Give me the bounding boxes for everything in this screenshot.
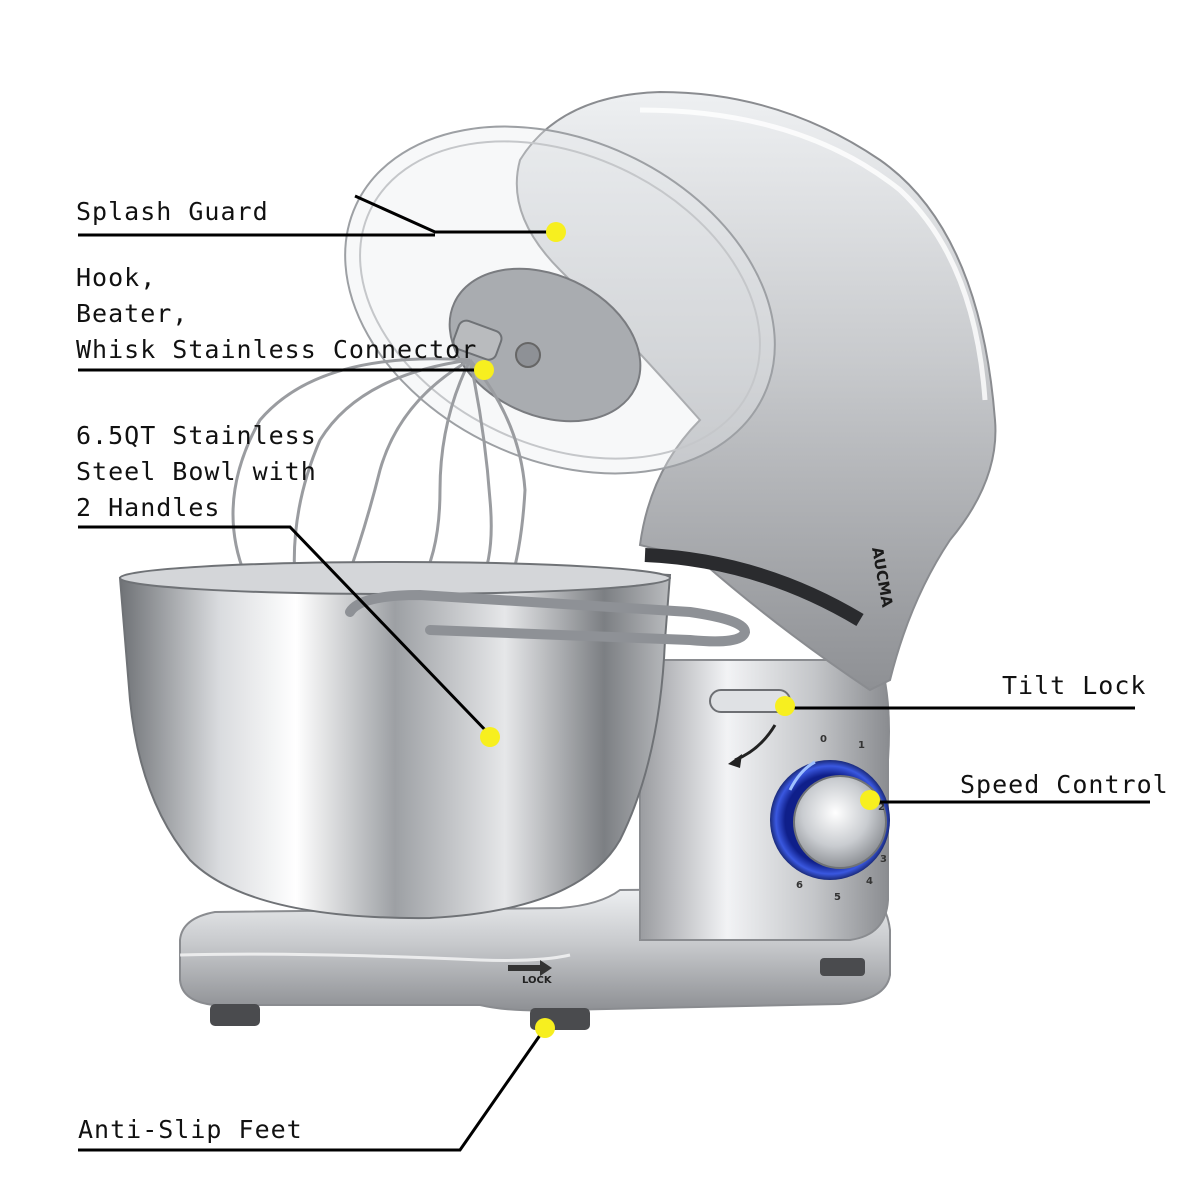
connector-label-line: Beater, — [76, 299, 189, 328]
connector-shaft — [452, 319, 503, 361]
splash-guard-marker — [546, 222, 566, 242]
splash-guard-label: Splash Guard — [76, 197, 269, 226]
tilt-lock-marker — [775, 696, 795, 716]
anti-slip-leader — [78, 1027, 547, 1152]
dial-number: 6 — [796, 880, 803, 891]
lock-marking: LOCK — [522, 975, 553, 986]
stainless-bowl — [118, 567, 672, 920]
bowl-label-line: 6.5QT Stainless — [76, 421, 317, 450]
connector-label: Hook, Beater, Whisk Stainless Connector — [76, 260, 477, 368]
mixer-illustration: LOCK 0 1 2 3 4 5 6 AUCMA — [118, 90, 997, 1030]
dial-number: 3 — [880, 854, 887, 865]
foot — [210, 1004, 260, 1026]
dial-number: 4 — [866, 876, 873, 887]
bowl-label-line: Steel Bowl with — [76, 457, 317, 486]
bowl-label-line: 2 Handles — [76, 493, 221, 522]
dial-number: 5 — [834, 892, 841, 903]
connector-label-line: Hook, — [76, 263, 157, 292]
connector-marker — [474, 360, 494, 380]
tilt-lock-label: Tilt Lock — [1002, 671, 1147, 700]
dial-number: 0 — [820, 734, 827, 745]
speed-control-marker — [860, 790, 880, 810]
dial-number: 1 — [858, 740, 865, 751]
leader-lines — [78, 194, 1150, 1152]
bowl-marker — [480, 727, 500, 747]
markers — [474, 222, 880, 1038]
anti-slip-feet-label: Anti-Slip Feet — [78, 1115, 303, 1144]
speed-dial-knob — [793, 775, 887, 869]
mixer-head — [515, 90, 997, 692]
speed-control-label: Speed Control — [960, 770, 1169, 799]
bowl-handle — [345, 589, 751, 647]
connector-label-line: Whisk Stainless Connector — [76, 335, 478, 364]
bowl-leader — [78, 525, 492, 737]
dial-number: 2 — [878, 802, 885, 813]
whisk — [231, 357, 527, 586]
bowl-label: 6.5QT Stainless Steel Bowl with 2 Handle… — [76, 418, 317, 526]
head-plate — [448, 267, 642, 423]
foot — [820, 958, 865, 976]
anti-slip-marker — [535, 1018, 555, 1038]
